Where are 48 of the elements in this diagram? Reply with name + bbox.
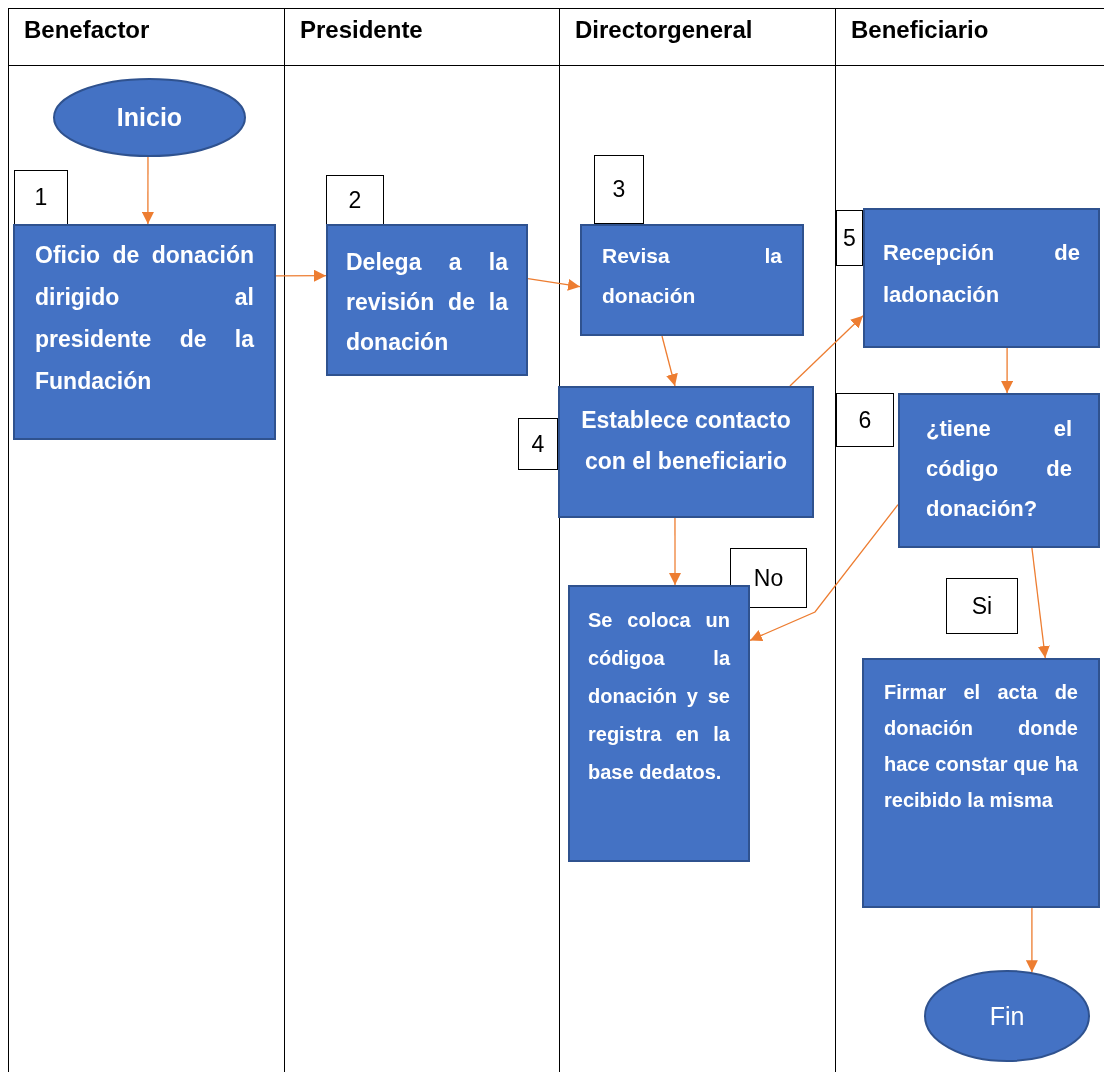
step-text: Firmar el acta de donación donde hace constar que ha recibido la misma xyxy=(884,680,1078,813)
step-number-box xyxy=(14,170,68,225)
step-number: 6 xyxy=(858,406,872,434)
step-number: 5 xyxy=(843,224,856,252)
arrow xyxy=(1001,347,1014,394)
step-text: Recepción de ladonación xyxy=(883,239,1080,309)
arrow xyxy=(749,503,899,642)
arrow xyxy=(141,156,154,225)
step-number: 3 xyxy=(612,176,626,203)
lane-header: Beneficiario xyxy=(851,16,989,44)
process-box xyxy=(558,386,814,518)
arrow xyxy=(1031,547,1050,659)
arrow xyxy=(1025,907,1038,973)
process-box xyxy=(862,658,1100,908)
process-box xyxy=(13,224,276,440)
arrow xyxy=(275,269,327,282)
step-number-box xyxy=(594,155,644,224)
step-text: Oficio de donación dirigido al presidente de la Fundación xyxy=(35,241,254,396)
step-number: Si xyxy=(971,592,993,620)
lane-header: Presidente xyxy=(300,16,423,44)
step-text: Establece contacto con el beneficiario xyxy=(580,406,792,476)
step-text: ¿tiene el código de donación? xyxy=(926,415,1072,523)
process-box xyxy=(326,224,528,376)
arrow xyxy=(669,517,681,586)
step-number: 4 xyxy=(531,430,545,458)
step-number-box xyxy=(326,175,384,225)
process-box xyxy=(580,224,804,336)
terminal-label: Fin xyxy=(989,1001,1025,1031)
arrow xyxy=(789,315,864,387)
step-number-box xyxy=(730,548,807,608)
step-number-box xyxy=(836,393,894,447)
process-box xyxy=(863,208,1100,348)
step-number: 2 xyxy=(348,186,362,214)
step-text: Delega a la revisión de la donación xyxy=(346,248,508,357)
step-text: Se coloca un códigoa la donación y se registra en la base dedatos. xyxy=(588,608,730,785)
step-text: Revisa la donación xyxy=(602,243,782,309)
lane-header: Directorgeneral xyxy=(575,16,753,44)
lane-header: Benefactor xyxy=(24,16,150,44)
step-number-box xyxy=(518,418,558,470)
step-number-box xyxy=(946,578,1018,634)
step-number: 1 xyxy=(34,184,48,211)
process-box xyxy=(898,393,1100,548)
step-number: No xyxy=(753,564,784,592)
terminal-label: Inicio xyxy=(116,103,183,132)
arrow xyxy=(527,278,581,291)
arrow xyxy=(661,335,678,387)
step-number-box xyxy=(836,210,863,266)
process-box xyxy=(568,585,750,862)
